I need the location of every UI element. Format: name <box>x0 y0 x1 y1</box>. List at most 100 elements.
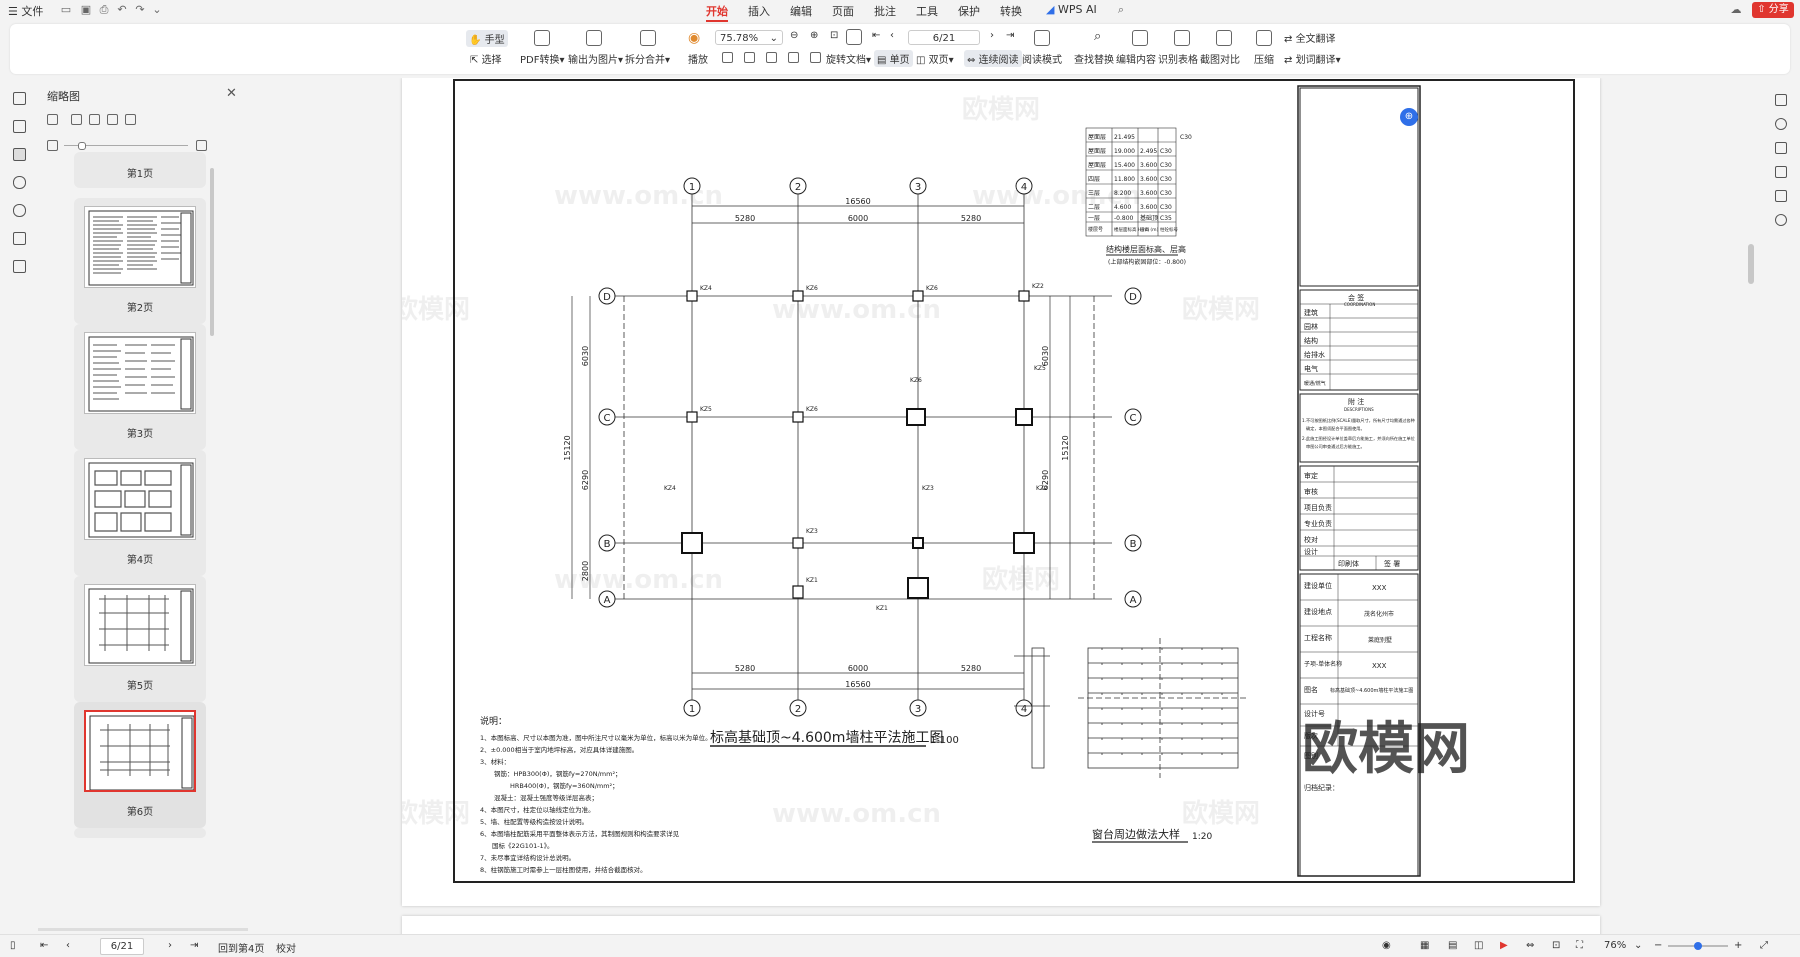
play-icon[interactable]: ▶ <box>1500 940 1508 951</box>
actual-size-icon[interactable] <box>722 52 733 63</box>
export-image-button[interactable]: 输出为图片▾ <box>568 55 624 66</box>
thumbnail-page-3[interactable]: 第3页 <box>74 324 206 450</box>
split-merge-button[interactable]: 拆分合并▾ <box>625 55 671 66</box>
thumbnail-page-1[interactable]: 第1页 <box>74 152 206 188</box>
single-page-icon[interactable]: ▤ <box>1448 940 1458 951</box>
find-replace-button[interactable]: 查找替换 <box>1074 55 1114 66</box>
comment-icon[interactable] <box>13 176 26 189</box>
recognize-table-icon[interactable] <box>1174 30 1190 46</box>
rotate-doc-icon[interactable] <box>846 29 862 45</box>
reading-mode-button[interactable]: 阅读模式 <box>1022 55 1062 66</box>
next-page-icon[interactable]: › <box>990 30 994 41</box>
attachment-icon[interactable] <box>13 204 26 217</box>
fit-icon[interactable]: ⊡ <box>830 30 839 41</box>
zoom-in-icon[interactable]: ⊕ <box>810 30 819 41</box>
compress-button[interactable]: 压缩 <box>1254 55 1274 66</box>
ai-float-icon[interactable]: ⊕ <box>1400 108 1418 126</box>
redo-icon[interactable]: ↷ <box>135 3 145 16</box>
tab-edit[interactable]: 编辑 <box>790 5 812 18</box>
select-icon[interactable] <box>1775 94 1787 106</box>
rotate-doc-button[interactable]: 旋转文档▾ <box>826 55 872 66</box>
first-page-icon[interactable]: ⇤ <box>40 940 49 951</box>
thumbnail-page-4[interactable]: 第4页 <box>74 450 206 576</box>
chevron-down-icon[interactable]: ⌄ <box>1634 940 1643 951</box>
pdf-convert-icon[interactable] <box>534 30 550 46</box>
grid-icon[interactable]: ▦ <box>1420 940 1430 951</box>
signature-icon[interactable] <box>13 232 26 245</box>
doc-scrollbar[interactable] <box>1748 244 1754 284</box>
settings-icon[interactable] <box>1775 166 1787 178</box>
slider-handle[interactable] <box>78 142 86 150</box>
close-icon[interactable]: ✕ <box>226 86 237 101</box>
zoom-slider-handle[interactable] <box>1694 942 1702 950</box>
share-button[interactable]: ⇧ 分享 <box>1752 2 1794 18</box>
prev-page-icon[interactable]: ‹ <box>890 30 894 41</box>
document-view[interactable]: 欧模网 www.om.cn www.om.cn 欧模网 www.om.cn 欧模… <box>248 78 1762 934</box>
thumbnail-scrollbar[interactable] <box>210 168 214 336</box>
next-page-icon[interactable]: › <box>168 940 172 951</box>
compress-icon[interactable] <box>1256 30 1272 46</box>
thumbnail-page-6[interactable]: 第6页 <box>74 702 206 828</box>
layers-icon[interactable] <box>13 260 26 273</box>
undo-icon[interactable]: ↶ <box>117 3 127 16</box>
prev-page-icon[interactable]: ‹ <box>66 940 70 951</box>
play-icon[interactable]: ◉ <box>688 30 701 46</box>
copy-page-icon[interactable] <box>107 114 118 125</box>
last-page-icon[interactable]: ⇥ <box>190 940 199 951</box>
tab-convert[interactable]: 转换 <box>1000 5 1022 18</box>
file-menu-label[interactable]: 文件 <box>21 5 44 18</box>
tab-protect[interactable]: 保护 <box>958 5 980 18</box>
single-page-button[interactable]: ▤ 单页 <box>874 50 913 67</box>
split-merge-icon[interactable] <box>640 30 656 46</box>
back-to-page-link[interactable]: 回到第4页 <box>218 944 265 955</box>
screenshot-compare-button[interactable]: 截图对比 <box>1200 55 1240 66</box>
search-icon[interactable]: ⌕ <box>1117 3 1125 16</box>
last-page-icon[interactable]: ⇥ <box>1006 30 1015 41</box>
wps-ai-button[interactable]: ◢ WPS AI <box>1046 3 1097 16</box>
fit-width-icon[interactable]: ⇔ <box>1526 940 1535 951</box>
fit-page-icon[interactable]: ⊡ <box>1552 940 1561 951</box>
fullscreen-icon[interactable]: ⛶ <box>1576 940 1583 951</box>
edit-content-button[interactable]: 编辑内容 <box>1116 55 1156 66</box>
outline-icon[interactable] <box>13 92 26 105</box>
help-icon[interactable] <box>1775 214 1787 226</box>
edit-content-icon[interactable] <box>1132 30 1148 46</box>
grid-view-icon[interactable] <box>47 114 58 125</box>
select-tool-button[interactable]: ⇱ 选择 <box>470 55 502 66</box>
play-label[interactable]: 播放 <box>688 55 708 66</box>
double-page-icon[interactable]: ◫ <box>1474 940 1484 951</box>
save-icon[interactable]: ▣ <box>80 3 92 16</box>
tab-start[interactable]: 开始 <box>706 5 728 22</box>
reading-mode-icon[interactable] <box>1034 30 1050 46</box>
search-icon[interactable] <box>1775 118 1787 130</box>
proofread-button[interactable]: 校对 <box>276 944 296 955</box>
zoom-select[interactable]: 75.78%⌄ <box>715 30 783 45</box>
continuous-read-button[interactable]: ⇔ 连续阅读 <box>964 50 1022 67</box>
replace-page-icon[interactable] <box>125 114 136 125</box>
tab-tools[interactable]: 工具 <box>916 5 938 18</box>
zoom-in-icon[interactable]: + <box>1734 940 1743 951</box>
thumbnail-page-7[interactable] <box>74 828 206 838</box>
pdf-convert-button[interactable]: PDF转换▾ <box>520 55 565 66</box>
fit-width-icon[interactable] <box>766 52 777 63</box>
word-translate-button[interactable]: ⇄ 划词翻译▾ <box>1284 55 1341 66</box>
full-translate-button[interactable]: ⇄ 全文翻译 <box>1284 34 1336 45</box>
tab-page[interactable]: 页面 <box>832 5 854 18</box>
rotate-left-icon[interactable] <box>810 52 821 63</box>
status-page-input[interactable]: 6/21 <box>100 938 144 955</box>
thumbnail-icon[interactable] <box>13 148 26 161</box>
large-image-icon[interactable] <box>196 140 207 151</box>
file-menu[interactable]: ☰ 文件 <box>8 5 44 18</box>
find-replace-icon[interactable]: ⌕ <box>1094 29 1102 44</box>
thumbnail-page-2[interactable]: 第2页 <box>74 198 206 324</box>
recognize-table-button[interactable]: 识别表格 <box>1158 55 1198 66</box>
fit-page-icon[interactable] <box>744 52 755 63</box>
zoom-level[interactable]: 76% <box>1604 940 1627 951</box>
insert-page-icon[interactable] <box>71 114 82 125</box>
screenshot-compare-icon[interactable] <box>1216 30 1232 46</box>
translate-icon[interactable] <box>1775 142 1787 154</box>
zoom-out-icon[interactable]: ⊖ <box>790 30 799 41</box>
crop-icon[interactable] <box>788 52 799 63</box>
thumbnail-page-5[interactable]: 第5页 <box>74 576 206 702</box>
fit-icon[interactable]: ⤢ <box>1760 940 1768 951</box>
